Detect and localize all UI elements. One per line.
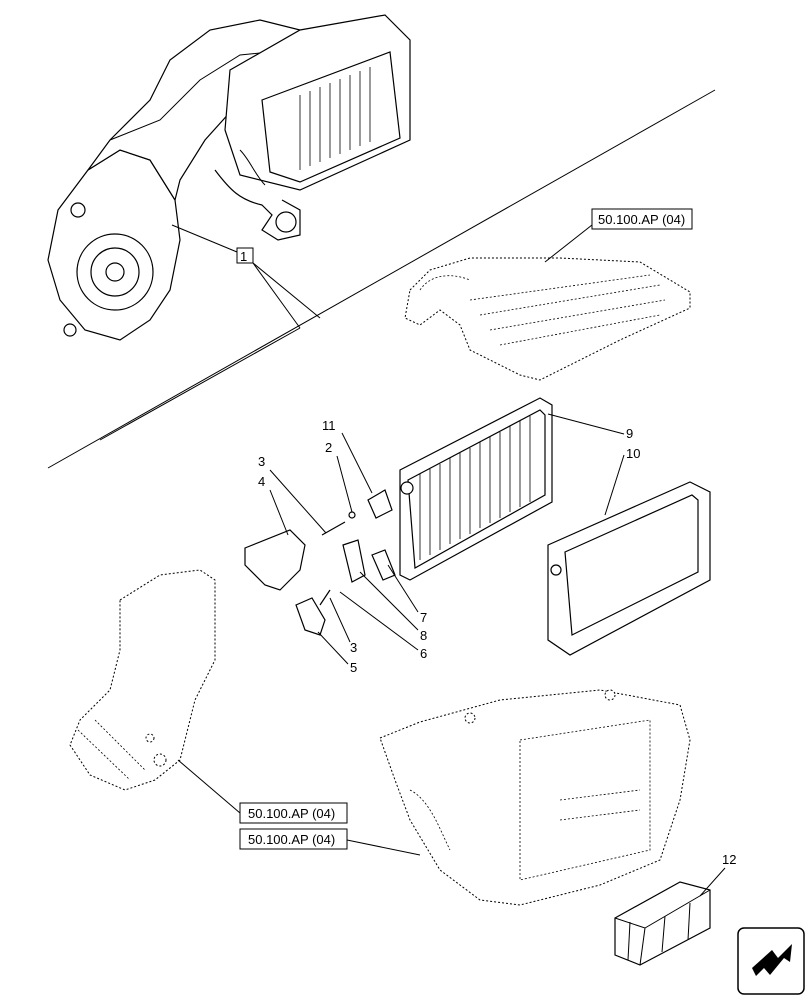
seal-frame — [547, 481, 711, 656]
callout-3b: 3 — [350, 640, 357, 655]
leader-9 — [547, 413, 625, 435]
callout-3a: 3 — [258, 454, 265, 469]
callout-6: 6 — [420, 646, 427, 661]
kit-crate — [614, 881, 711, 966]
ref-text-bottom-2: 50.100.AP (04) — [248, 832, 335, 847]
evaporator-core — [399, 397, 553, 581]
leader-11 — [341, 432, 373, 494]
callout-10: 10 — [626, 446, 640, 461]
leader-10 — [604, 454, 625, 516]
callout-12: 12 — [722, 852, 736, 867]
upper-cover-ghost — [404, 257, 691, 381]
leader-7 — [387, 564, 419, 613]
leader-8 — [359, 571, 419, 631]
section-divider-line — [47, 89, 716, 469]
ref-box-bottom-2 — [239, 828, 348, 850]
ref-text-top: 50.100.AP (04) — [598, 212, 685, 227]
ref-text-bottom-1: 50.100.AP (04) — [248, 806, 335, 821]
ref-box-top — [591, 208, 693, 230]
item-1-bracket-line — [99, 327, 301, 441]
leader-2 — [336, 455, 353, 513]
leader-12 — [699, 867, 726, 897]
item-1-leader — [171, 224, 238, 253]
callout-11: 11 — [322, 418, 336, 433]
item-1-label: 1 — [240, 249, 247, 264]
callout-7: 7 — [420, 610, 427, 625]
leader-6 — [339, 591, 419, 651]
callout-4: 4 — [258, 474, 265, 489]
hvac-assembly — [47, 14, 411, 341]
leader-3a — [269, 469, 327, 534]
callout-2: 2 — [325, 440, 332, 455]
callout-8: 8 — [420, 628, 427, 643]
leader-3b — [329, 597, 351, 643]
valve-parts — [244, 489, 396, 636]
item-1-leader-3 — [252, 262, 301, 329]
lower-duct-ghost — [69, 569, 216, 791]
callout-9: 9 — [626, 426, 633, 441]
leader-5 — [317, 631, 349, 665]
item-1-label-box — [236, 247, 254, 264]
ref-top-leader — [544, 224, 593, 263]
arrow-navigation-icon[interactable] — [737, 927, 805, 995]
lower-housing-ghost — [379, 689, 691, 906]
leader-4 — [269, 489, 289, 536]
ref-bottom-1-leader — [177, 759, 241, 814]
ref-bottom-2-leader — [346, 839, 421, 856]
item-1-leader-2 — [252, 262, 321, 319]
callout-5: 5 — [350, 660, 357, 675]
